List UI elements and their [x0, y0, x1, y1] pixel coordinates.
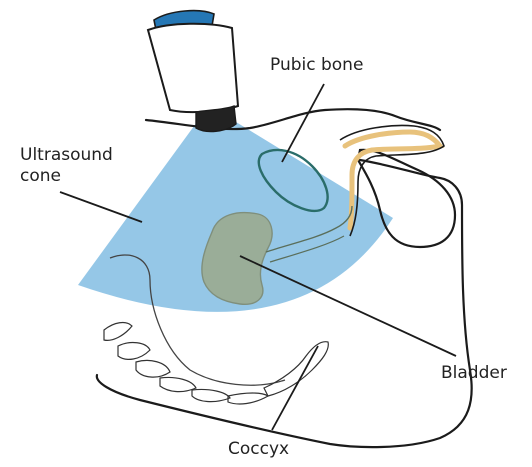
- bladder-leader: [240, 256, 456, 356]
- coccyx-bones: [104, 323, 328, 404]
- coccyx-label: Coccyx: [228, 439, 289, 459]
- coccyx-leader: [272, 346, 318, 430]
- ultrasound-cone-label-line1: Ultrasound: [20, 145, 113, 165]
- pubic-bone-leader: [282, 84, 324, 162]
- ultrasound-cone-label-line2: cone: [20, 166, 61, 186]
- bladder-label: Bladder: [441, 363, 507, 383]
- ultrasound-cone-leader: [60, 192, 142, 222]
- ultrasound-probe-icon: [148, 11, 238, 132]
- pubic-bone-label: Pubic bone: [270, 55, 363, 75]
